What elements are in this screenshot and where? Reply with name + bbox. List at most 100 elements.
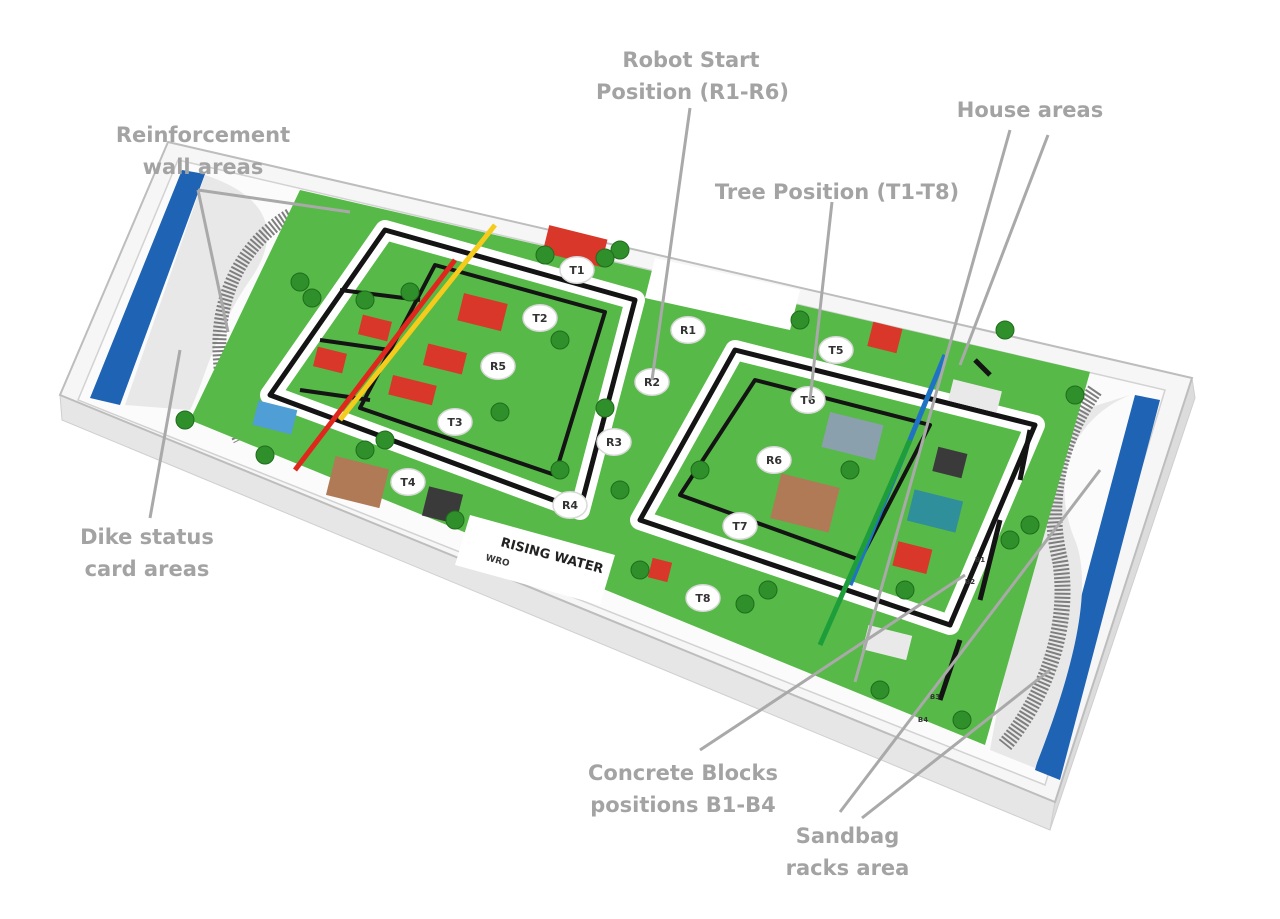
tree-position-marker xyxy=(559,255,595,285)
open-area-top xyxy=(645,258,800,330)
tree-icon xyxy=(490,402,510,422)
callout-robot-start-line2: Position (R1-R6) xyxy=(596,80,789,104)
robot-start-label: R3 xyxy=(606,436,622,449)
house-icon xyxy=(388,374,437,406)
tree-icon xyxy=(1020,515,1040,535)
tree-icon xyxy=(255,445,275,465)
tree-icon xyxy=(595,398,615,418)
tree-position-label: T6 xyxy=(800,394,816,407)
tree-position-label: T8 xyxy=(695,592,710,605)
tree-icon xyxy=(355,440,375,460)
callout-reinforcement-line1: Reinforcement xyxy=(115,123,291,147)
tree-position-marker xyxy=(522,303,558,333)
callout-dike-status-line2: card areas xyxy=(84,557,210,581)
house-icon xyxy=(867,321,903,354)
wall-arc-left xyxy=(212,208,294,444)
house-icon xyxy=(422,343,468,375)
tree-icon xyxy=(758,580,778,600)
tree-icon xyxy=(290,272,310,292)
robot-start-marker xyxy=(552,490,588,520)
house-icon xyxy=(647,557,673,583)
tree-icon xyxy=(610,480,630,500)
tree-position-marker xyxy=(818,335,854,365)
robot-start-marker xyxy=(480,351,516,381)
tree-icon xyxy=(840,460,860,480)
tree-position-label: T5 xyxy=(828,344,843,357)
tree-icon xyxy=(1065,385,1085,405)
tree-position-marker xyxy=(790,385,826,415)
tree-icon xyxy=(375,430,395,450)
house-icon xyxy=(892,541,933,574)
dike-left xyxy=(125,175,268,410)
approach-road-right xyxy=(937,358,1033,701)
block-position-label: B1 xyxy=(975,556,985,564)
tree-icon xyxy=(870,680,890,700)
colour-lanes xyxy=(293,223,948,647)
callout-reinforcement-line2: wall areas xyxy=(142,155,264,179)
callout-dike-status: Dike status card areas xyxy=(72,521,222,585)
callout-tree-position: Tree Position (T1-T8) xyxy=(712,176,962,208)
leader-house-2 xyxy=(958,134,1050,366)
tree-position-marker xyxy=(437,407,473,437)
tree-position-label: T4 xyxy=(400,476,416,489)
callout-tree-position-line1: Tree Position (T1-T8) xyxy=(714,180,960,204)
leader-sandbag-2 xyxy=(861,668,1051,820)
tree-position-label: T1 xyxy=(569,264,584,277)
callout-concrete-blocks: Concrete Blocks positions B1-B4 xyxy=(578,757,788,821)
tree-icon xyxy=(952,710,972,730)
house-icon xyxy=(313,346,347,374)
tree-icon xyxy=(175,410,195,430)
tree-icon xyxy=(445,510,465,530)
tree-icon xyxy=(400,282,420,302)
leader-robot-start xyxy=(650,107,692,381)
tree-icon xyxy=(535,245,555,265)
tree-icon xyxy=(790,310,810,330)
tree-icon xyxy=(595,248,615,268)
house-icon xyxy=(770,473,840,533)
callout-sandbag: Sandbag racks area xyxy=(780,820,915,884)
robot-start-label: R6 xyxy=(766,454,782,467)
robot-start-label: R5 xyxy=(490,360,506,373)
house-icon xyxy=(821,412,884,461)
tree-icon xyxy=(302,288,322,308)
house-icon xyxy=(542,225,608,267)
block-position-label: B2 xyxy=(965,578,975,586)
leader-house-1 xyxy=(853,129,1012,683)
house-icon xyxy=(252,400,298,435)
water-channel-right xyxy=(1035,395,1160,780)
leader-concrete-blocks xyxy=(699,573,966,752)
houses xyxy=(252,225,1002,661)
house-icon xyxy=(932,446,968,479)
tree-icon xyxy=(610,240,630,260)
tree-icon xyxy=(550,330,570,350)
callout-dike-status-line1: Dike status xyxy=(80,525,214,549)
house-icon xyxy=(906,489,964,533)
robot-start-marker xyxy=(634,367,670,397)
callout-house-areas: House areas xyxy=(950,94,1110,126)
house-icon xyxy=(325,456,390,509)
lane-yellow xyxy=(338,223,497,422)
tree-icon xyxy=(1000,530,1020,550)
leader-lines xyxy=(148,107,1102,820)
block-position-label: B4 xyxy=(918,716,928,724)
water-channel-left xyxy=(90,170,205,405)
callout-robot-start-line1: Robot Start xyxy=(622,48,760,72)
lane-green xyxy=(817,438,913,647)
tree-position-marker xyxy=(685,583,721,613)
callout-robot-start: Robot Start Position (R1-R6) xyxy=(596,44,789,108)
callout-sandbag-line2: racks area xyxy=(785,856,910,880)
tree-icon xyxy=(630,560,650,580)
leader-reinforcement-2 xyxy=(196,189,230,333)
callout-reinforcement: Reinforcement wall areas xyxy=(108,119,298,183)
house-icon xyxy=(457,293,508,332)
callout-concrete-blocks-line2: positions B1-B4 xyxy=(590,793,776,817)
tree-position-label: T3 xyxy=(447,416,462,429)
leader-sandbag-1 xyxy=(838,469,1102,813)
tree-position-label: T2 xyxy=(532,312,547,325)
house-icon xyxy=(948,379,1002,413)
block-position-label: B3 xyxy=(930,693,940,701)
callout-concrete-blocks-line1: Concrete Blocks xyxy=(588,761,778,785)
leader-reinforcement-1 xyxy=(197,188,351,214)
